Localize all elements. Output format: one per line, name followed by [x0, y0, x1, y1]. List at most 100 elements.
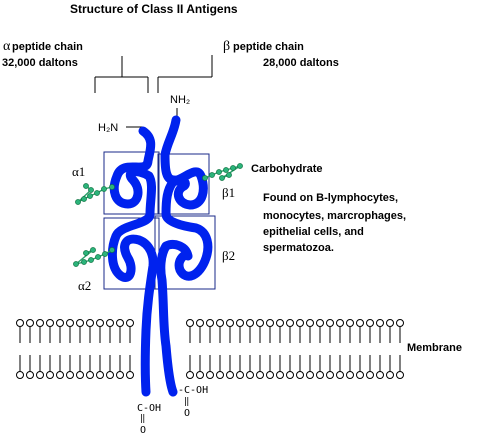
lipid-head	[366, 319, 374, 327]
alpha2-label: α2	[78, 278, 91, 293]
lipid-head	[126, 371, 134, 379]
lipid-head	[306, 371, 314, 379]
carbohydrate-link	[77, 189, 92, 203]
carbohydrate-residue	[102, 251, 108, 257]
alpha-chain-mass: 32,000 daltons	[2, 57, 78, 69]
lipid-head	[76, 371, 84, 379]
lipid-head	[66, 371, 74, 379]
carbohydrate-residue	[75, 199, 81, 205]
lipid-head	[256, 319, 264, 327]
carbohydrate-residue	[90, 247, 96, 253]
lipid-head	[86, 319, 94, 327]
carbohydrate-residue	[83, 183, 89, 189]
lipid-head	[236, 371, 244, 379]
alpha-c-terminus-line-2: ‖	[140, 414, 145, 424]
carbohydrate-residue	[202, 175, 208, 181]
lipid-head	[296, 371, 304, 379]
lipid-head	[26, 371, 34, 379]
lipid-head	[96, 319, 104, 327]
carbohydrate-residue	[109, 247, 115, 253]
lipid-head	[96, 371, 104, 379]
lipid-head	[246, 319, 254, 327]
beta-chain-label: peptide chain	[233, 41, 304, 53]
carbohydrate-residue	[88, 257, 94, 263]
alpha-chain-label: peptide chain	[12, 41, 83, 53]
alpha-bracket	[94, 56, 149, 93]
lipid-head	[106, 371, 114, 379]
found-on-line-3: epithelial cells, and	[263, 226, 364, 238]
lipid-head	[266, 319, 274, 327]
lipid-head	[326, 319, 334, 327]
beta-c-terminus-line-2: ‖	[184, 397, 189, 407]
carbohydrate-residue	[219, 175, 225, 181]
carbohydrate-groups	[73, 163, 243, 267]
lipid-head	[346, 371, 354, 379]
alpha1-label: α1	[72, 164, 85, 179]
carbohydrate-residue	[81, 196, 87, 202]
alpha-n-terminus: H₂N	[98, 122, 118, 134]
beta-c-terminus-line-1: -C-OH	[178, 385, 208, 396]
beta-n-terminus: NH₂	[170, 94, 190, 106]
carbohydrate-residue	[237, 163, 243, 169]
lipid-head	[76, 319, 84, 327]
alpha-chain-header: α peptide chain 32,000 daltons	[2, 39, 83, 69]
carbohydrate-residue	[88, 187, 94, 193]
lipid-head	[186, 371, 194, 379]
lipid-head	[36, 319, 44, 327]
lipid-head	[16, 371, 24, 379]
carbohydrate-residue	[226, 172, 232, 178]
lipid-head	[326, 371, 334, 379]
lipid-head	[216, 371, 224, 379]
carbohydrate-link	[75, 249, 94, 265]
alpha1-carbohydrate	[75, 183, 115, 205]
lipid-head	[216, 319, 224, 327]
lipid-head	[316, 371, 324, 379]
lipid-head	[46, 371, 54, 379]
lipid-head	[266, 371, 274, 379]
found-on-line-1: Found on B-lymphocytes,	[263, 192, 398, 204]
beta-chain	[156, 115, 213, 397]
carbohydrate-residue	[95, 254, 101, 260]
lipid-head	[126, 319, 134, 327]
alpha-symbol: α	[3, 39, 11, 54]
carbohydrate-residue	[230, 165, 236, 171]
lipid-head	[386, 319, 394, 327]
lipid-head	[86, 371, 94, 379]
lipid-head	[196, 371, 204, 379]
beta1-label: β1	[222, 185, 235, 200]
beta-symbol: β	[223, 39, 230, 54]
lipid-head	[336, 319, 344, 327]
lipid-head	[276, 371, 284, 379]
lipid-head	[346, 319, 354, 327]
lipid-head	[356, 319, 364, 327]
alpha-c-terminus-line-3: O	[140, 425, 146, 435]
lipid-head	[376, 319, 384, 327]
lipid-head	[396, 319, 404, 327]
lipid-head	[376, 371, 384, 379]
beta1-carbohydrate	[202, 163, 243, 181]
alpha-chain	[107, 126, 158, 397]
lipid-head	[366, 371, 374, 379]
found-on-line-2: monocytes, marcrophages,	[263, 210, 406, 222]
carbohydrate-residue	[83, 250, 89, 256]
carbohydrate-residue	[101, 186, 107, 192]
lipid-head	[396, 371, 404, 379]
lipid-head	[386, 371, 394, 379]
carbohydrate-residue	[94, 190, 100, 196]
lipid-head	[56, 371, 64, 379]
lipid-head	[306, 319, 314, 327]
beta-chain-mass: 28,000 daltons	[263, 57, 339, 69]
carbohydrate-residue	[209, 172, 215, 178]
alpha2-carbohydrate	[73, 247, 115, 267]
beta-bracket	[157, 55, 213, 93]
lipid-head	[196, 319, 204, 327]
lipid-head	[316, 319, 324, 327]
carbohydrate-residue	[87, 193, 93, 199]
lipid-head	[106, 319, 114, 327]
alpha-c-terminus: C-OH ‖ O	[137, 403, 161, 435]
lipid-head	[186, 319, 194, 327]
lipid-head	[356, 371, 364, 379]
lipid-head	[256, 371, 264, 379]
